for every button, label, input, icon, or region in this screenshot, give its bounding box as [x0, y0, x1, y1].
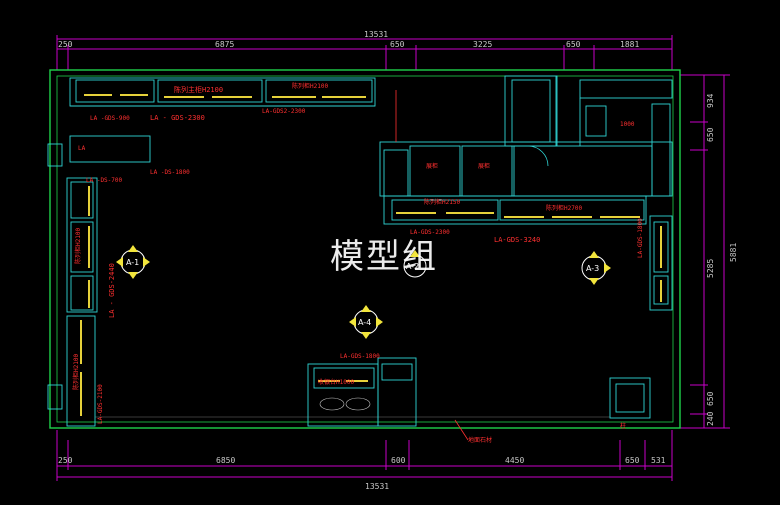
- dim-top-2: 6875: [215, 40, 234, 49]
- label-la-gds-3240: LA-GDS-3240: [494, 236, 540, 244]
- top-cabinet-run: [69, 77, 376, 107]
- label-la-gds-2300-b: LA-GDS-2300: [410, 229, 450, 236]
- label-cabinet-a: 展柜: [426, 162, 438, 170]
- dim-bottom-1: 250: [58, 456, 73, 465]
- left-shelf-lights: [80, 186, 90, 416]
- section-marker-a4[interactable]: A-4: [349, 305, 383, 339]
- leader-line: [454, 419, 469, 441]
- section-marker-a2[interactable]: A-2: [403, 250, 427, 278]
- dim-top-4: 3225: [473, 40, 492, 49]
- dim-right-1: 934: [706, 93, 715, 108]
- marker-a1-label: A-1: [126, 258, 139, 267]
- bottom-counter: [307, 357, 417, 427]
- marker-a2-label: A-2: [406, 262, 419, 271]
- dim-bottom-3: 600: [391, 456, 406, 465]
- label-top-cab-1: 陈列主柜H2100: [174, 85, 223, 94]
- label-left-counter: LA: [78, 145, 86, 152]
- dim-right-total: 5881: [729, 243, 738, 262]
- section-marker-a3[interactable]: A-3: [581, 251, 611, 285]
- label-la-gds-2440: LA - GDS-2440: [108, 263, 116, 318]
- label-la-gds-900: LA -GDS-900: [90, 115, 130, 122]
- right-shelf-lights: [396, 212, 640, 218]
- dim-right-3: 5285: [706, 259, 715, 278]
- label-bottom-counter: LA-GDS-1800: [340, 353, 380, 360]
- label-la-gds2-2300: LA-GDS2-2300: [262, 108, 306, 115]
- left-counter: [47, 135, 151, 427]
- top-dimension-lines: [56, 35, 673, 70]
- top-shelf-lights: [84, 94, 366, 98]
- label-la-gds-2300-a: LA - GDS-2300: [150, 114, 205, 122]
- dim-bottom-6: 531: [651, 456, 666, 465]
- marker-a3-label: A-3: [586, 264, 599, 273]
- sink-bowls: [319, 397, 371, 411]
- bottom-dimension-lines: [56, 430, 673, 481]
- door-swing-arc: [527, 145, 549, 167]
- dim-right-4: 650: [706, 391, 715, 406]
- label-cabinet-b: 展柜: [478, 162, 490, 170]
- label-la-gds-700: LA -DS-700: [86, 177, 123, 184]
- dim-bottom-5: 650: [625, 456, 640, 465]
- dim-right-5: 240: [706, 411, 715, 426]
- label-right-wall: LA-GDS-1800: [637, 218, 644, 258]
- watermark: 模型组: [330, 237, 438, 277]
- bottom-counter-lights: [318, 380, 368, 382]
- label-bottom-sub: 收银台H1000: [318, 378, 354, 386]
- dim-right-2: 650: [706, 127, 715, 142]
- label-la-gds-1800: LA -DS-1800: [150, 169, 190, 176]
- outer-walls: [49, 69, 681, 429]
- right-wall-lights: [660, 226, 662, 302]
- dim-bottom-4: 4450: [505, 456, 524, 465]
- marker-a4-label: A-4: [358, 318, 371, 327]
- label-top-cab-2: 陈列柜H2100: [292, 82, 328, 90]
- label-pillar: 柱: [620, 422, 626, 430]
- right-wall-display: [649, 215, 673, 311]
- label-right-cab-2: 陈列柜H2700: [546, 204, 582, 212]
- dim-top-total: 13531: [364, 30, 388, 39]
- label-left-shelf: 陈列柜H2100: [74, 228, 82, 264]
- label-left-lower: 陈列柜H2100: [72, 354, 80, 390]
- dim-top-1: 250: [58, 40, 73, 49]
- dim-top-6: 1881: [620, 40, 639, 49]
- right-dimension-lines: [680, 74, 730, 429]
- label-right-cab-1: 陈列柜H2150: [424, 198, 460, 206]
- right-room-block: [379, 75, 673, 225]
- label-floor-note: 地面石材: [468, 436, 492, 444]
- section-marker-a1[interactable]: A-1: [116, 245, 150, 279]
- column-pillar: [609, 377, 651, 419]
- dim-top-5: 650: [566, 40, 581, 49]
- dim-top-3: 650: [390, 40, 405, 49]
- dim-bottom-2: 6850: [216, 456, 235, 465]
- label-top-right-dim: 1000: [620, 121, 635, 128]
- label-la-gds-2100: LA-GDS-2100: [97, 384, 104, 424]
- dim-bottom-total: 13531: [365, 482, 389, 491]
